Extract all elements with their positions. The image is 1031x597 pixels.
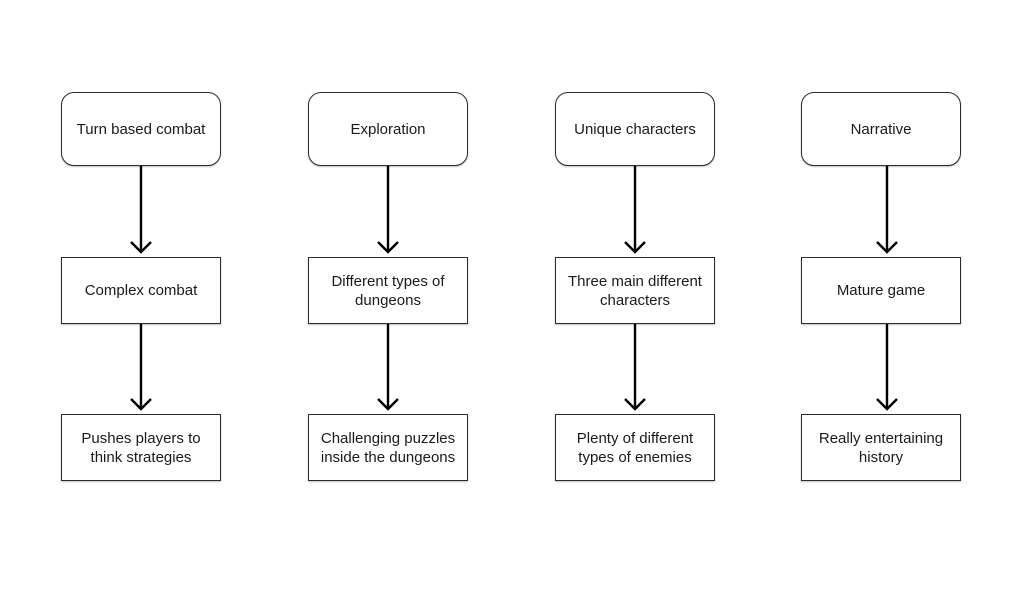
bottom-node-col0: Pushes players to think strategies bbox=[61, 414, 221, 481]
middle-node-col3: Mature game bbox=[801, 257, 961, 324]
top-node-label: Narrative bbox=[850, 120, 912, 138]
middle-node-col0: Complex combat bbox=[61, 257, 221, 324]
middle-node-label: Three main different characters bbox=[568, 272, 702, 309]
middle-node-label: Complex combat bbox=[84, 282, 198, 299]
bottom-node-label: Challenging puzzles inside the dungeons bbox=[320, 429, 456, 466]
top-node-col1: Exploration bbox=[308, 92, 468, 166]
arrow-middle-to-bottom-col2 bbox=[624, 324, 646, 411]
top-node-label: Turn based combat bbox=[76, 120, 206, 138]
arrow-middle-to-bottom-col3 bbox=[876, 324, 898, 411]
top-node-label: Unique characters bbox=[574, 120, 696, 138]
bottom-node-label: Pushes players to think strategies bbox=[81, 429, 201, 466]
bottom-node-col3: Really entertaining history bbox=[801, 414, 961, 481]
bottom-node-label: Really entertaining history bbox=[818, 429, 944, 466]
arrow-top-to-middle-col1 bbox=[377, 166, 399, 254]
arrow-top-to-middle-col3 bbox=[876, 166, 898, 254]
middle-node-col1: Different types of dungeons bbox=[308, 257, 468, 324]
top-node-col2: Unique characters bbox=[555, 92, 715, 166]
arrow-middle-to-bottom-col1 bbox=[377, 324, 399, 411]
bottom-node-col2: Plenty of different types of enemies bbox=[555, 414, 715, 481]
bottom-node-label: Plenty of different types of enemies bbox=[576, 429, 694, 466]
top-node-label: Exploration bbox=[350, 120, 426, 138]
bottom-node-col1: Challenging puzzles inside the dungeons bbox=[308, 414, 468, 481]
middle-node-label: Mature game bbox=[836, 282, 926, 299]
top-node-col3: Narrative bbox=[801, 92, 961, 166]
middle-node-col2: Three main different characters bbox=[555, 257, 715, 324]
arrow-top-to-middle-col0 bbox=[130, 166, 152, 254]
middle-node-label: Different types of dungeons bbox=[331, 272, 445, 309]
arrow-top-to-middle-col2 bbox=[624, 166, 646, 254]
top-node-col0: Turn based combat bbox=[61, 92, 221, 166]
arrow-middle-to-bottom-col0 bbox=[130, 324, 152, 411]
